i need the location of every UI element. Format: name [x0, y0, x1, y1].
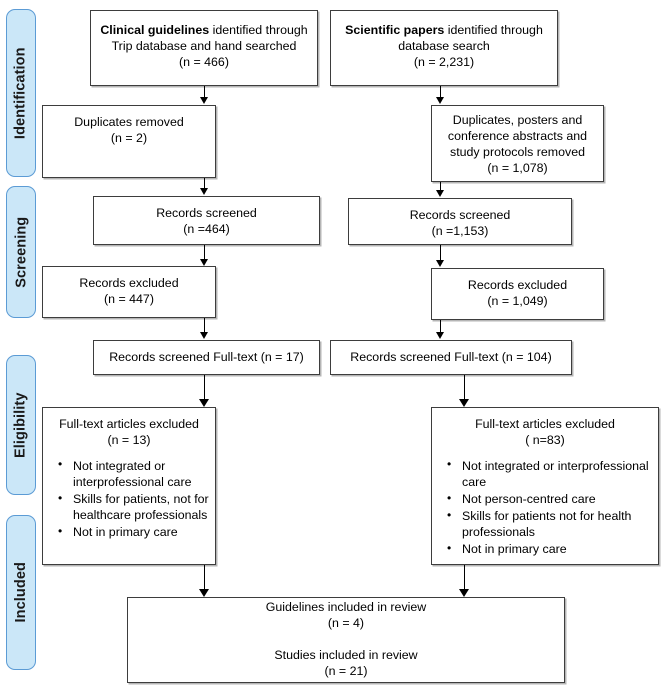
box-right-fulltext-screened: Records screened Full-text (n = 104) — [330, 340, 572, 375]
right-identification-count: (n = 2,231) — [413, 54, 475, 69]
left-identification-lead: Clinical guidelines — [100, 23, 210, 37]
right-fulltext-excluded-heading: Full-text articles excluded ( n=83) — [475, 417, 615, 447]
right-duplicates-text: Duplicates, posters and conference abstr… — [447, 113, 588, 175]
right-fulltext-excluded-reasons: Not integrated or interprofessional care… — [432, 457, 658, 558]
connector-right-excluded-to-included — [464, 565, 465, 592]
box-right-records-screened: Records screened (n =1,153) — [348, 198, 572, 245]
list-item: Not in primary care — [58, 524, 209, 540]
box-right-identification: Scientific papers identified through dat… — [330, 10, 558, 86]
connector-left-duplicates-to-screened — [204, 178, 205, 190]
box-left-records-excluded: Records excluded (n = 447) — [42, 266, 216, 318]
arrowhead-right-screened-to-excluded — [436, 260, 444, 267]
left-identification-line2: Trip database and hand searched — [111, 38, 297, 53]
right-identification-line2: database search — [398, 38, 490, 53]
box-left-duplicates: Duplicates removed (n = 2) — [42, 105, 216, 178]
connector-right-id-to-duplicates — [440, 86, 441, 99]
left-identification-line1: Clinical guidelines identified through — [91, 23, 317, 39]
right-records-excluded-text: Records excluded (n = 1,049) — [467, 278, 568, 308]
right-identification-line1: Scientific papers identified through — [331, 23, 557, 39]
list-item: Not integrated or interprofessional care — [447, 457, 652, 490]
left-fulltext-screened-text: Records screened Full-text (n = 17) — [109, 349, 304, 364]
arrowhead-left-fulltext-to-excluded — [199, 399, 209, 407]
arrowhead-left-excluded-to-fulltext — [200, 332, 208, 339]
right-identification-rest: identified through — [444, 23, 543, 37]
stage-label-screening: Screening — [12, 216, 29, 288]
right-fulltext-screened-text: Records screened Full-text (n = 104) — [350, 349, 552, 364]
arrowhead-right-id-to-duplicates — [436, 97, 444, 104]
arrowhead-left-screened-to-excluded — [200, 259, 208, 266]
stage-tab-identification: Identification — [6, 9, 36, 177]
left-duplicates-text: Duplicates removed (n = 2) — [74, 115, 184, 145]
connector-left-screened-to-excluded — [204, 245, 205, 261]
connector-right-screened-to-excluded — [440, 245, 441, 262]
stage-tab-included: Included — [6, 515, 36, 670]
arrowhead-left-duplicates-to-screened — [200, 188, 208, 195]
connector-left-id-to-duplicates — [204, 86, 205, 99]
left-fulltext-excluded-reasons: Not integrated or interprofessional care… — [43, 457, 215, 541]
left-records-excluded-text: Records excluded (n = 447) — [79, 276, 179, 306]
connector-right-fulltext-to-excluded — [464, 375, 465, 402]
left-records-screened-text: Records screened (n =464) — [156, 206, 257, 236]
included-summary-text: Guidelines included in review (n = 4) St… — [265, 600, 427, 678]
box-left-fulltext-screened: Records screened Full-text (n = 17) — [93, 340, 320, 375]
box-left-records-screened: Records screened (n =464) — [93, 196, 320, 245]
list-item: Not integrated or interprofessional care — [58, 457, 209, 490]
stage-tab-eligibility: Eligibility — [6, 355, 36, 495]
box-right-records-excluded: Records excluded (n = 1,049) — [431, 268, 604, 320]
arrowhead-right-excluded-to-fulltext — [436, 332, 444, 339]
left-identification-rest: identified through — [209, 23, 308, 37]
arrowhead-left-excluded-to-included — [199, 589, 209, 597]
list-item: Not in primary care — [447, 541, 652, 557]
list-item: Skills for patients, not for healthcare … — [58, 490, 209, 523]
stage-label-included: Included — [12, 562, 29, 623]
box-right-duplicates: Duplicates, posters and conference abstr… — [431, 105, 604, 182]
connector-right-duplicates-to-screened — [440, 182, 441, 192]
arrowhead-right-excluded-to-included — [459, 589, 469, 597]
box-left-fulltext-excluded: Full-text articles excluded (n = 13) Not… — [42, 407, 216, 565]
arrowhead-right-fulltext-to-excluded — [459, 399, 469, 407]
box-right-fulltext-excluded: Full-text articles excluded ( n=83) Not … — [431, 407, 659, 565]
connector-left-excluded-to-included — [204, 565, 205, 592]
left-identification-count: (n = 466) — [179, 54, 229, 69]
right-records-screened-text: Records screened (n =1,153) — [409, 208, 511, 238]
list-item: Not person-centred care — [447, 490, 652, 507]
list-item: Skills for patients not for health profe… — [447, 508, 652, 540]
arrowhead-left-id-to-duplicates — [200, 97, 208, 104]
box-included-summary: Guidelines included in review (n = 4) St… — [127, 597, 565, 683]
right-identification-lead: Scientific papers — [345, 23, 445, 37]
connector-left-excluded-to-fulltext — [204, 318, 205, 334]
stage-label-identification: Identification — [12, 47, 29, 139]
stage-tab-screening: Screening — [6, 186, 36, 318]
arrowhead-right-duplicates-to-screened — [436, 190, 444, 197]
box-left-identification: Clinical guidelines identified through T… — [90, 10, 318, 86]
connector-left-fulltext-to-excluded — [204, 375, 205, 402]
connector-right-excluded-to-fulltext — [440, 320, 441, 334]
left-fulltext-excluded-heading: Full-text articles excluded (n = 13) — [59, 417, 199, 447]
stage-label-eligibility: Eligibility — [12, 392, 29, 458]
